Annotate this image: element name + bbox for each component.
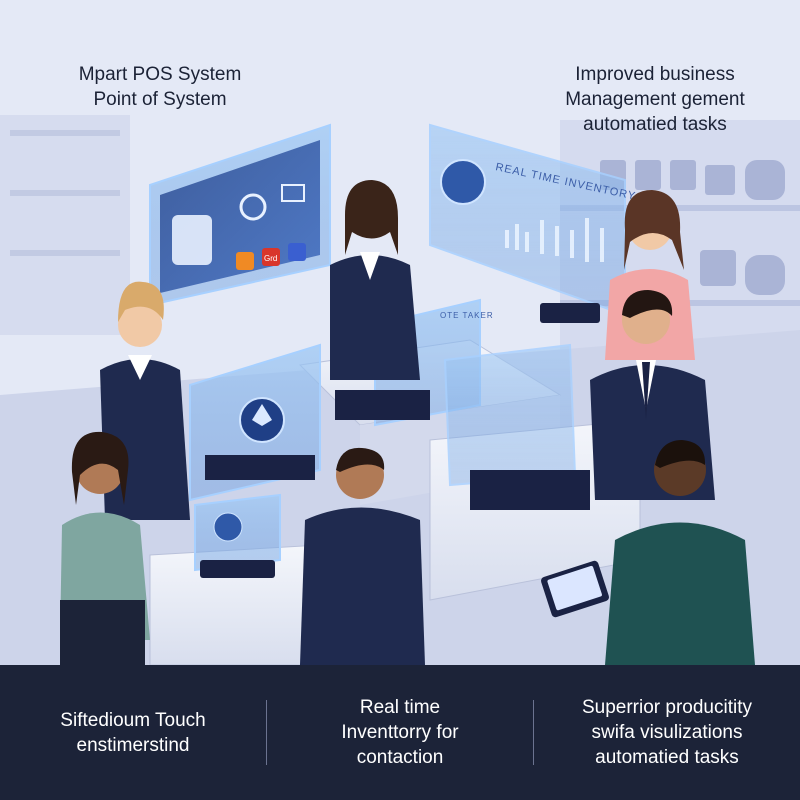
ethereum-icon	[252, 404, 272, 426]
staff-people	[60, 180, 755, 665]
caption-line: automatied tasks	[583, 114, 727, 135]
illustration: Grd REAL TIME INVENTORY OTE TAKER	[0, 0, 800, 665]
feature-line: enstimerstind	[76, 734, 190, 756]
feature-line: Real time	[359, 697, 441, 718]
leaf-icon	[213, 512, 243, 542]
app-tile-red	[262, 248, 280, 266]
feature-line: Siftedioum Touch	[60, 709, 206, 731]
caption-line: Point of System	[93, 89, 227, 110]
feature-inventory: Real time Inventtorry for contaction	[267, 665, 533, 800]
svg-text:Grd: Grd	[264, 254, 277, 263]
feature-line: automatied tasks	[595, 747, 739, 768]
feature-touch: Siftedioum Touch enstimerstind	[0, 665, 266, 800]
caption-line: Management gement	[565, 89, 745, 110]
footer-divider	[266, 700, 267, 765]
svg-text:OTE TAKER: OTE TAKER	[440, 311, 494, 320]
tablet-device	[540, 303, 600, 323]
feature-line: contaction	[356, 747, 444, 768]
feature-line: swifa visulizations	[591, 722, 743, 743]
feature-line: Inventtorry for	[341, 722, 459, 743]
footer-divider	[533, 700, 534, 765]
caption-top-right: Improved business Management gement auto…	[530, 62, 780, 137]
pos-scene: Grd REAL TIME INVENTORY OTE TAKER	[0, 115, 800, 665]
app-tile-blue	[288, 243, 306, 261]
feature-productivity: Superrior producitity swifa visulization…	[534, 665, 800, 800]
app-tile-orange	[236, 252, 254, 270]
inventory-hologram: REAL TIME INVENTORY	[429, 123, 637, 317]
caption-line: Mpart POS System	[78, 64, 242, 85]
terminal-hologram: OTE TAKER	[335, 298, 590, 510]
feature-line: Superrior producitity	[581, 697, 753, 718]
wireless-icon	[440, 159, 486, 205]
payment-hologram	[189, 343, 321, 578]
caption-line: Improved business	[575, 64, 735, 85]
pos-hologram-panel: Grd	[149, 123, 331, 307]
caption-top-left: Mpart POS System Point of System	[40, 62, 280, 112]
feature-footer: Siftedioum Touch enstimerstind Real time…	[0, 665, 800, 800]
tablet-device	[200, 560, 275, 578]
